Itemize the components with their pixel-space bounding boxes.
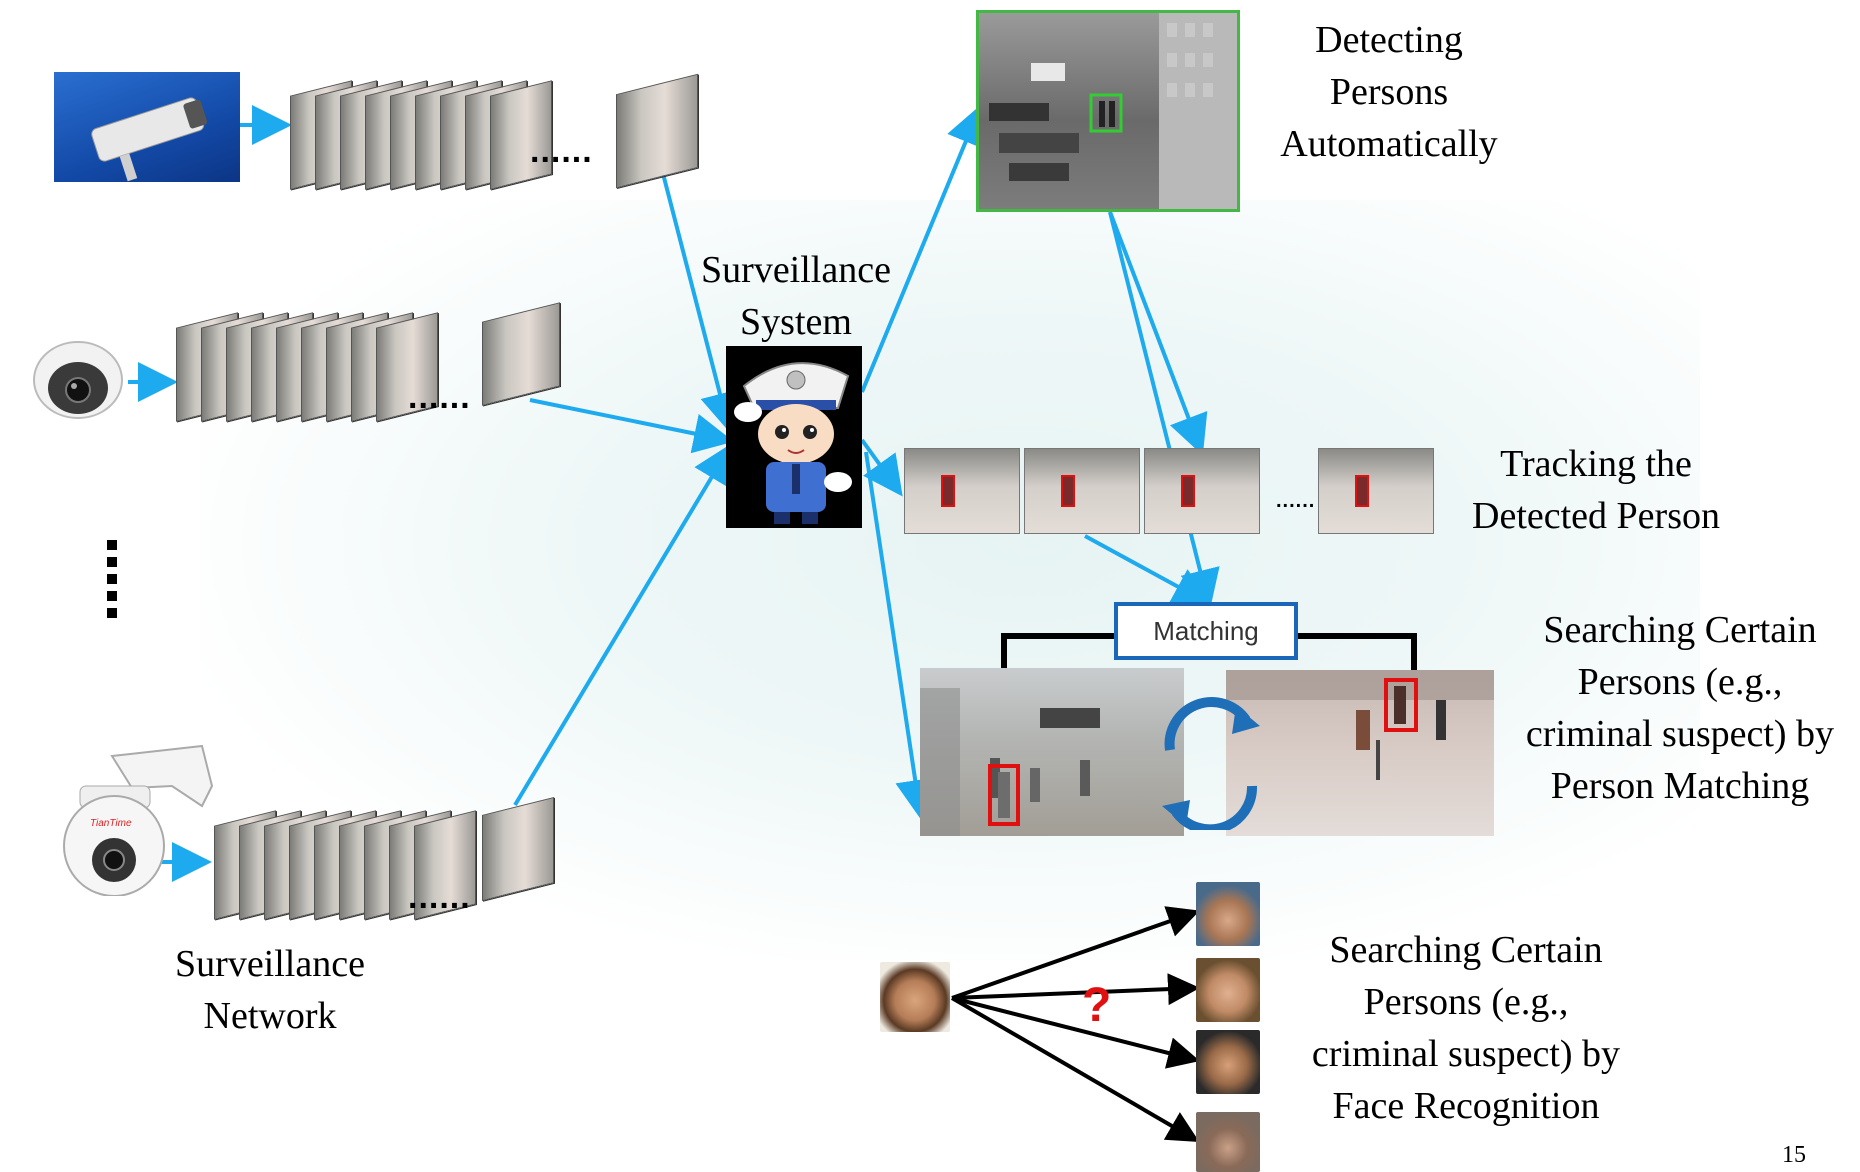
tracking-frame xyxy=(1144,448,1260,534)
label-line: Detected Person xyxy=(1472,495,1720,537)
label-line: Face Recognition xyxy=(1332,1085,1600,1127)
label-line: Searching Certain xyxy=(1543,609,1817,651)
query-face-photo xyxy=(880,962,950,1032)
arrow-stack1-system xyxy=(658,161,740,433)
arrow-detect-match xyxy=(1108,211,1220,610)
arrow-track-match xyxy=(1084,534,1214,606)
arrow-stack3-system xyxy=(513,443,733,807)
bullet-camera-icon xyxy=(54,72,240,182)
label-line: Network xyxy=(203,995,337,1037)
ptz-camera-icon: TianTime xyxy=(52,726,222,897)
face-recognition-label: Searching Certain Persons (e.g., crimina… xyxy=(1276,924,1656,1132)
label-line: Persons (e.g., xyxy=(1363,981,1569,1023)
surveillance-network-label: Surveillance Network xyxy=(150,938,390,1042)
tracked-person-box xyxy=(941,475,955,507)
person-matching-label: Searching Certain Persons (e.g., crimina… xyxy=(1500,604,1860,812)
gallery-face-photo xyxy=(1196,882,1260,946)
vertical-ellipsis xyxy=(107,540,117,625)
gallery-face-photo xyxy=(1196,1030,1260,1094)
tracking-frame xyxy=(1318,448,1434,534)
dome-camera-icon xyxy=(28,330,128,430)
page-number: 15 xyxy=(1782,1142,1806,1168)
arrow-system-match xyxy=(864,451,936,820)
arrow-face4 xyxy=(950,996,1200,1143)
label-line: Person Matching xyxy=(1550,765,1810,807)
svg-text:TianTime: TianTime xyxy=(90,818,132,829)
label-line: Persons (e.g., xyxy=(1577,661,1783,703)
match-image-left xyxy=(920,668,1184,836)
matching-box: Matching xyxy=(1114,602,1298,660)
label-line: Searching Certain xyxy=(1329,929,1603,971)
tracked-person-box xyxy=(1061,475,1075,507)
tracking-label: Tracking the Detected Person xyxy=(1436,438,1756,542)
frame-ellipsis: ...... xyxy=(408,378,471,416)
label-line: Surveillance xyxy=(175,943,365,985)
frame-ellipsis: ...... xyxy=(530,132,593,170)
arrow-face2 xyxy=(951,973,1200,1006)
arrow-detect-track xyxy=(1108,211,1208,456)
arrow-system-track xyxy=(860,438,903,497)
police-cartoon-icon xyxy=(726,346,862,528)
label-line: Detecting xyxy=(1315,19,1463,61)
arrow-stack2-system xyxy=(529,398,734,454)
label-line: criminal suspect) by xyxy=(1311,1033,1621,1075)
match-image-right xyxy=(1226,670,1494,836)
tracking-ellipsis: ...... xyxy=(1276,490,1316,512)
label-line: System xyxy=(740,301,852,343)
tracked-person-box xyxy=(1355,475,1369,507)
detection-frame xyxy=(976,10,1240,212)
label-line: criminal suspect) by xyxy=(1525,713,1835,755)
label-line: Persons xyxy=(1329,71,1449,113)
tracking-frame xyxy=(1024,448,1140,534)
detecting-label: Detecting Persons Automatically xyxy=(1254,14,1524,170)
tracked-person-box xyxy=(1181,475,1195,507)
label-line: Tracking the xyxy=(1500,443,1692,485)
label-line: Automatically xyxy=(1280,123,1498,165)
gallery-face-photo xyxy=(1196,958,1260,1022)
arrow-face3 xyxy=(951,996,1200,1069)
label-line: Surveillance xyxy=(701,249,891,291)
frame-ellipsis: ...... xyxy=(408,878,471,916)
tracking-frame xyxy=(904,448,1020,534)
question-mark: ? xyxy=(1082,979,1112,1032)
surveillance-system-label: Surveillance System xyxy=(676,244,916,348)
gallery-face-photo xyxy=(1196,1112,1260,1172)
arrow-face1 xyxy=(951,906,1200,1000)
video-frame-thumbnail xyxy=(482,797,554,901)
arrow-system-detect xyxy=(860,104,985,393)
cycle-arrows-icon xyxy=(1156,690,1266,835)
